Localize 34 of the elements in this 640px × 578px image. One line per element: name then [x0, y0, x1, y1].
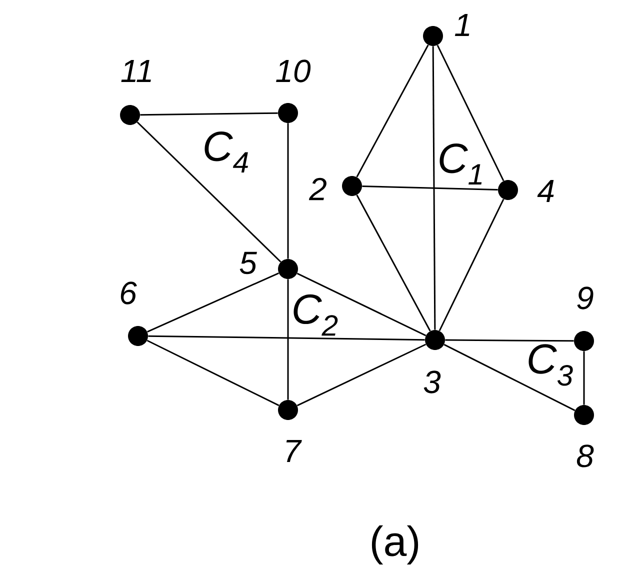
edge-line: [356, 194, 431, 332]
vertex-number: 2: [308, 178, 326, 200]
vertex-number: 10: [276, 60, 311, 82]
region-label: C$_{4}$: [204, 131, 248, 172]
edge-line: [136, 122, 282, 262]
vertex-number: 1: [454, 14, 470, 36]
vertex-number: 7: [286, 440, 302, 462]
region-label: C$_{3}$: [528, 344, 573, 386]
edge-line: [438, 198, 504, 332]
edge-line: [356, 44, 429, 178]
region-label: C$_{2}$: [294, 294, 338, 336]
edge-line: [445, 339, 574, 342]
vertex-number: 11: [121, 60, 151, 82]
edge-line: [146, 340, 280, 406]
vertex-number: 8: [576, 444, 594, 468]
caption: (a): [372, 525, 418, 565]
edge-line: [140, 112, 278, 116]
edge-line: [287, 123, 289, 259]
edge-line: [287, 279, 289, 400]
edge-line: [583, 351, 585, 405]
vertex-number: 4: [537, 180, 554, 202]
vertex-number: 9: [577, 286, 594, 310]
edge-line: [436, 44, 504, 182]
vertex-number: 3: [424, 370, 441, 394]
edge-line: [444, 344, 576, 412]
edge-line: [432, 46, 436, 330]
edge-line: [296, 344, 426, 406]
edge-line: [362, 186, 498, 190]
edge-line: [148, 335, 425, 341]
vertex-number: 5: [240, 252, 257, 274]
edge-line: [147, 272, 279, 333]
edge-line: [296, 272, 426, 336]
region-label: C$_{1}$: [440, 143, 482, 184]
vertex-number: 6: [120, 282, 137, 304]
